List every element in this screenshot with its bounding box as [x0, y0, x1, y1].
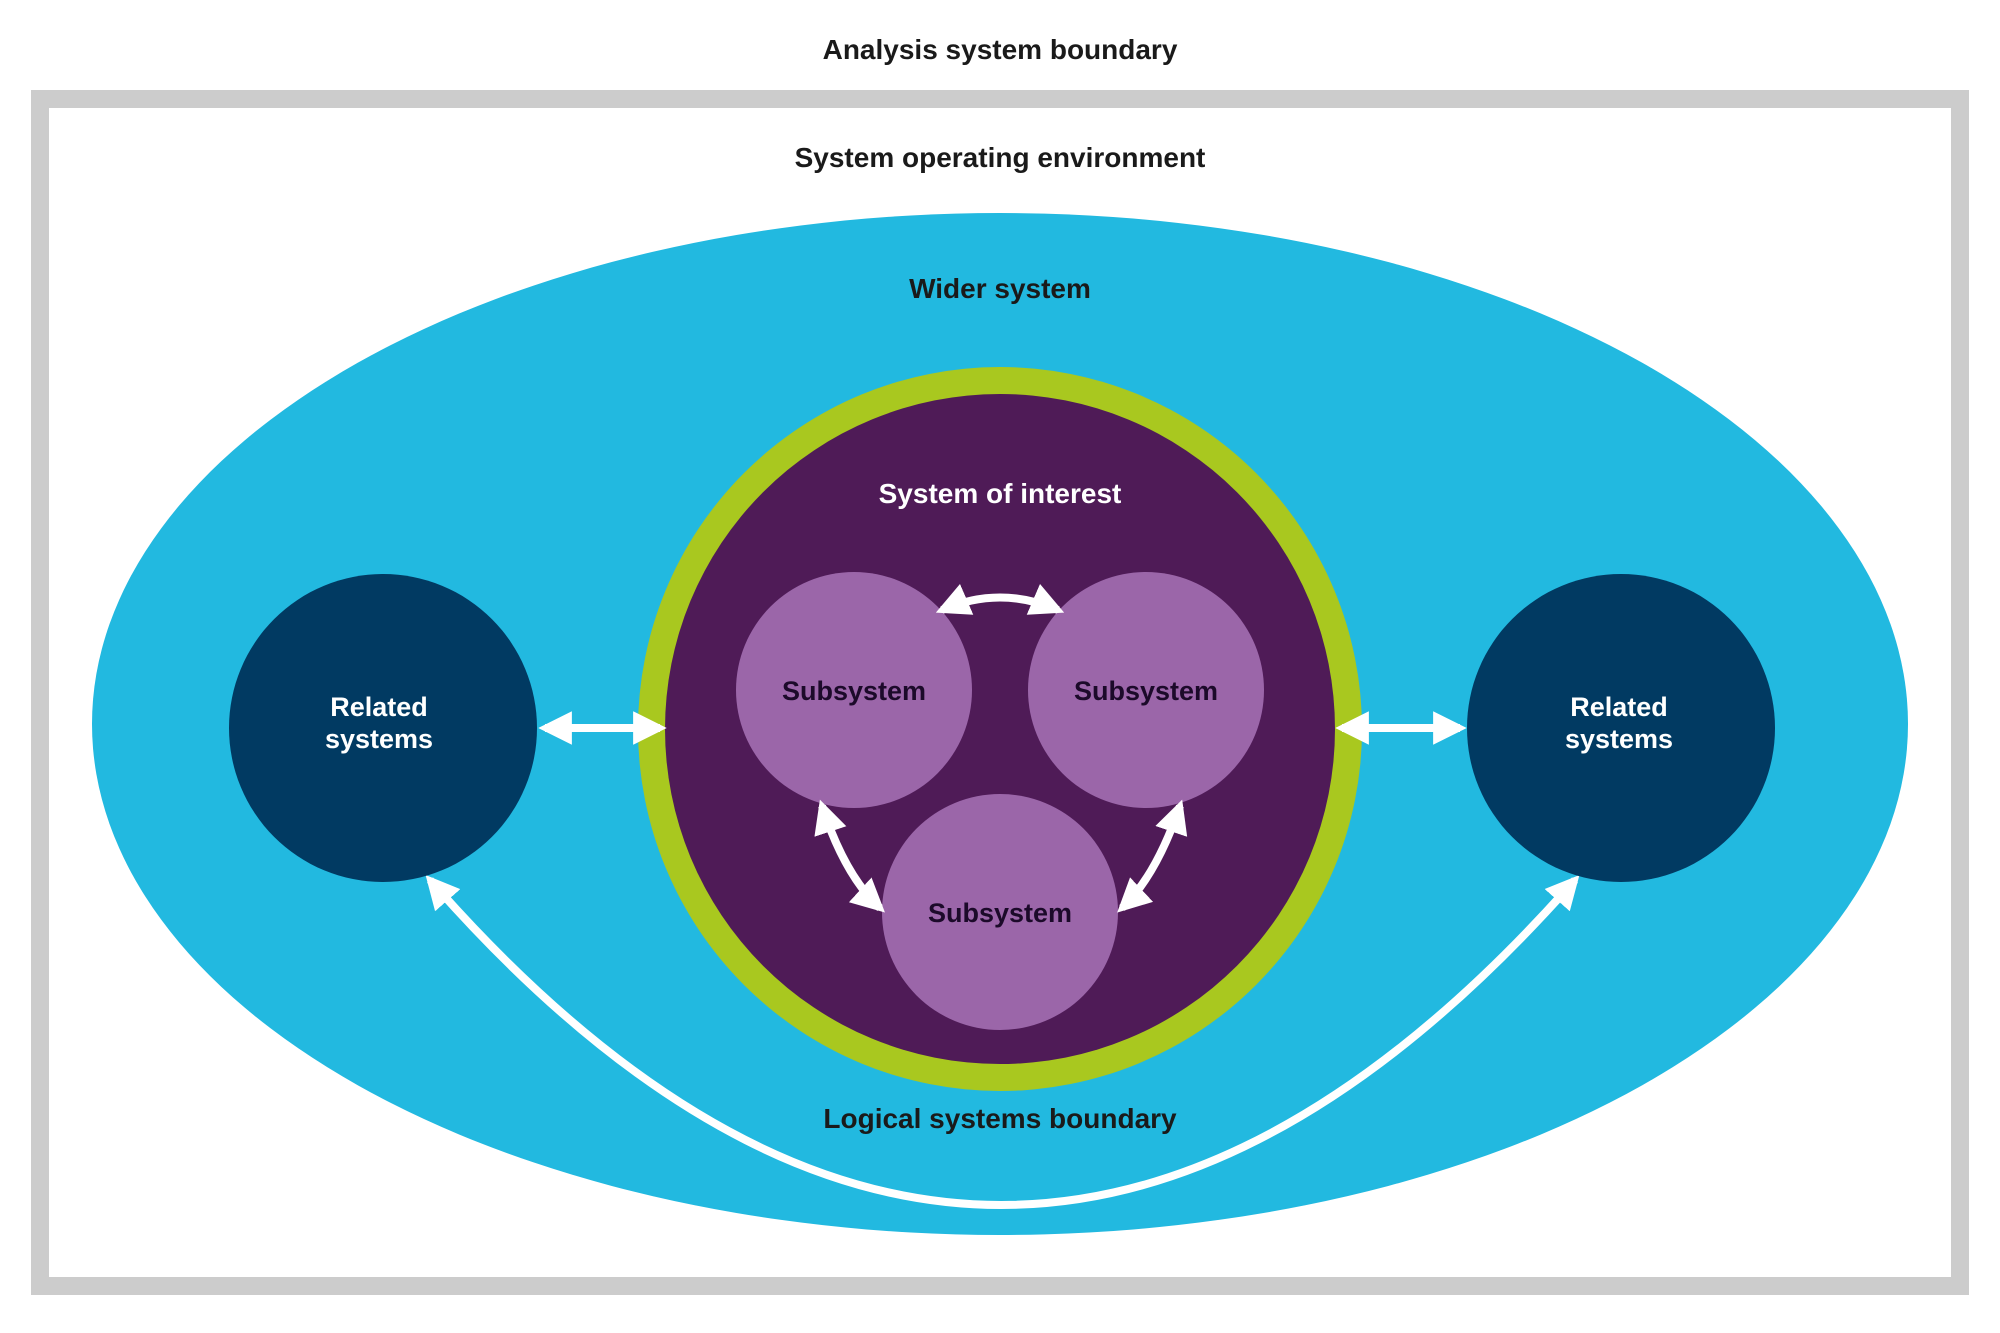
- subsystem-label: Subsystem: [782, 676, 926, 706]
- subsystem-circle-right: [1028, 572, 1264, 808]
- subsystem-arrow-left: [814, 799, 885, 913]
- analysis-boundary-title: Analysis system boundary: [823, 34, 1178, 65]
- subsystem-arrow-right: [1117, 799, 1188, 913]
- subsystem-circle-bottom: [882, 794, 1118, 1030]
- related-systems-label: Related: [1570, 692, 1668, 722]
- logical-boundary-label: Logical systems boundary: [823, 1103, 1177, 1134]
- subsystem-label: Subsystem: [928, 898, 1072, 928]
- wider-system-label: Wider system: [909, 273, 1091, 304]
- related-systems-label: systems: [325, 724, 433, 754]
- related-systems-arc: [425, 874, 1580, 1209]
- related-systems-circle-right: [1467, 574, 1775, 882]
- system-of-interest-label: System of interest: [879, 478, 1122, 509]
- subsystem-label: Subsystem: [1074, 676, 1218, 706]
- subsystem-circle-left: [736, 572, 972, 808]
- related-systems-circle-left: [229, 574, 537, 882]
- related-systems-label: Related: [330, 692, 428, 722]
- environment-label: System operating environment: [795, 142, 1206, 173]
- related-systems-label: systems: [1565, 724, 1673, 754]
- subsystem-arrow-top: [935, 583, 1065, 615]
